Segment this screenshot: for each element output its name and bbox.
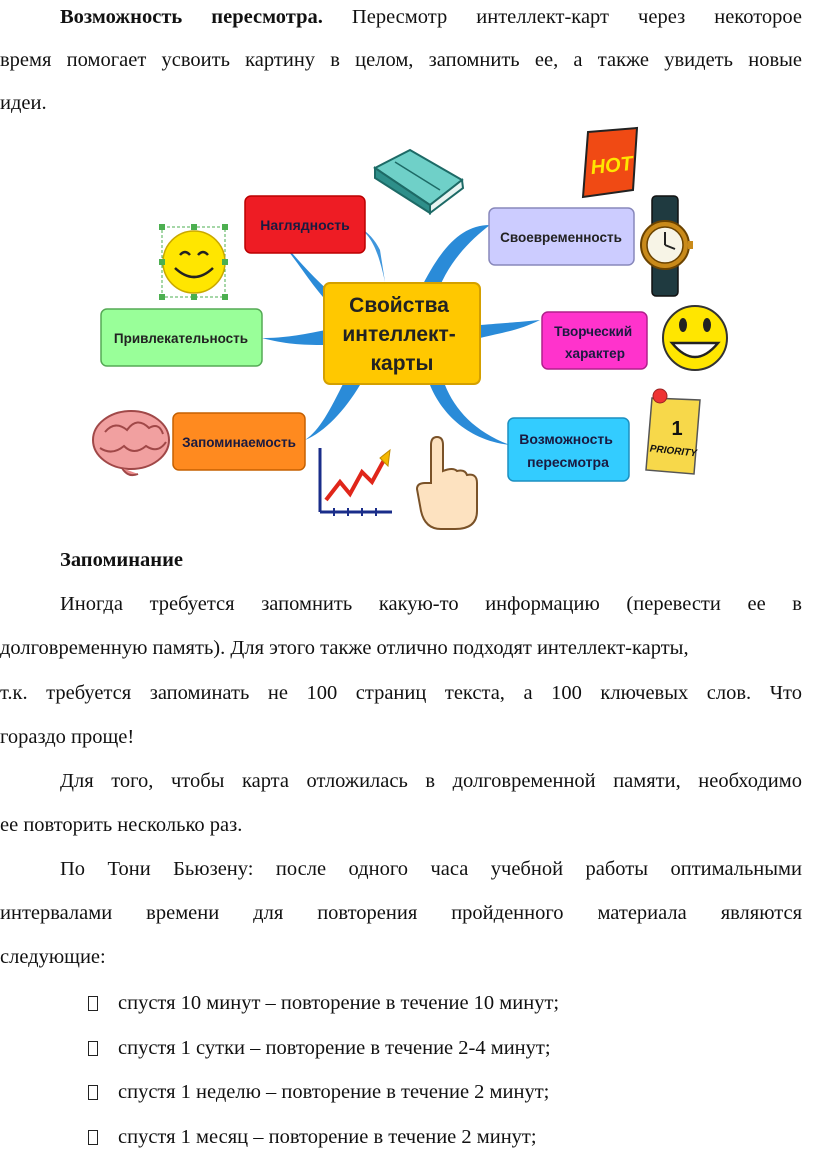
brain-icon: [92, 410, 170, 477]
center-line-2: интеллект-: [342, 323, 455, 346]
bullet-text: спустя 1 сутки – повторение в течение 2-…: [118, 1037, 551, 1059]
p3-line-2: интервалами времени для повторения пройд…: [0, 902, 802, 924]
bullet-box-icon: [88, 1041, 98, 1056]
node-naglyadnost: [244, 195, 366, 254]
bullet-box-icon: [88, 996, 98, 1011]
bullet-item: спустя 10 минут – повторение в течение 1…: [88, 992, 559, 1015]
watch-icon: [640, 195, 693, 297]
intro-line-2: время помогает усвоить картину в целом, …: [0, 49, 802, 71]
hot-text: HOT: [590, 153, 636, 179]
growth-chart-icon: [318, 448, 392, 516]
smiley-icon: [662, 305, 728, 371]
p2-line-2: ее повторить несколько раз.: [0, 814, 243, 836]
intro-line-1-rest: Пересмотр интеллект-карт через некоторое: [351, 6, 802, 28]
book-icon: [373, 148, 465, 216]
intro-bold: Возможность пересмотра.: [60, 6, 323, 28]
node-privlekatelnost: [100, 308, 263, 367]
intro-line-1: Возможность пересмотра. Пересмотр интелл…: [60, 6, 802, 29]
p1-line-4: гораздо проще!: [0, 726, 135, 748]
priority-note-icon: 1 PRIORITY: [645, 388, 701, 475]
node-peresmotr: [507, 417, 630, 482]
intro-line-3: идеи.: [0, 92, 47, 114]
svg-text:Свойства интеллект- ка: Свойства интеллект- карты: [342, 294, 461, 375]
p3-line-1: По Тони Бьюзену: после одного часа учебн…: [60, 858, 802, 880]
node-peresmotr-line-2: пересмотра: [527, 454, 609, 470]
node-naglyadnost-label: Наглядность: [260, 217, 350, 233]
node-zapominaemost: [172, 412, 306, 471]
pointing-hand-icon: [415, 435, 478, 530]
center-line-1: Свойства: [349, 294, 449, 317]
section-heading: Запоминание: [60, 549, 183, 572]
node-privlekatelnost-label: Привлекательность: [114, 331, 248, 346]
node-peresmotr-line-1: Возможность: [519, 431, 613, 447]
priority-text: PRIORITY: [649, 444, 698, 460]
p1-line-1: Иногда требуется запомнить какую-то инфо…: [60, 593, 802, 615]
node-svoevremennost-label: Своевременность: [500, 230, 622, 245]
p1-line-3: т.к. требуется запоминать не 100 страниц…: [0, 682, 802, 704]
hot-label-icon: HOT: [581, 126, 639, 199]
bullet-text: спустя 1 неделю – повторение в течение 2…: [118, 1081, 550, 1103]
bullet-item: спустя 1 сутки – повторение в течение 2-…: [88, 1037, 551, 1060]
center-line-3: карты: [371, 352, 434, 375]
node-zapominaemost-label: Запоминаемость: [182, 435, 296, 450]
p1-line-2: долговременную память). Для этого также …: [0, 637, 689, 659]
node-tvorcheskiy: [541, 311, 648, 370]
p3-line-3: следующие:: [0, 946, 106, 968]
p2-line-1: Для того, чтобы карта отложилась в долго…: [60, 770, 802, 792]
node-tvorcheskiy-line-2: характер: [565, 346, 625, 361]
section-heading-text: Запоминание: [60, 549, 184, 571]
svg-text:Возможность пересмотра: Возможность пересмотра: [519, 431, 617, 470]
bullet-item: спустя 1 неделю – повторение в течение 2…: [88, 1081, 549, 1104]
svg-text:Творческий характер: Творческий характер: [554, 324, 636, 361]
bullet-item: спустя 1 месяц – повторение в течение 2 …: [88, 1126, 537, 1149]
bullet-box-icon: [88, 1085, 98, 1100]
bullet-text: спустя 10 минут – повторение в течение 1…: [118, 992, 560, 1014]
priority-number: 1: [671, 418, 682, 440]
center-node: [323, 282, 481, 385]
mindmap-branches: [252, 220, 540, 445]
node-svoevremennost: [488, 207, 635, 266]
bullet-box-icon: [88, 1130, 98, 1145]
smiley-selected-icon: [159, 224, 228, 300]
node-tvorcheskiy-line-1: Творческий: [554, 324, 632, 339]
bullet-text: спустя 1 месяц – повторение в течение 2 …: [118, 1126, 537, 1148]
mindmap-figure: Свойства интеллект- карты Наглядность Св…: [92, 126, 728, 530]
